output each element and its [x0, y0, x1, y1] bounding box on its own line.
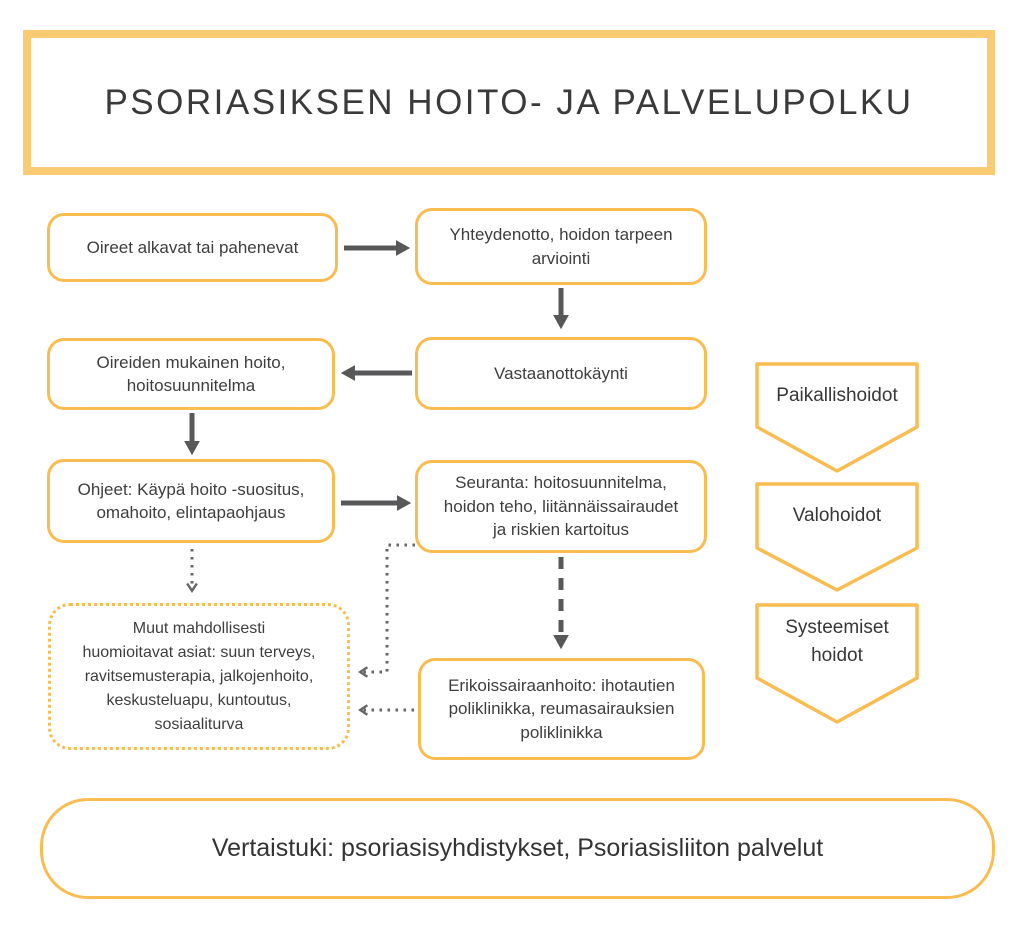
- treatment-label-systeemiset-hoidot: Systeemiset hoidot: [785, 616, 889, 666]
- footer-text: Vertaistuki: psoriasisyhdistykset, Psori…: [211, 834, 824, 862]
- flow-box-oireiden-hoito: Oireiden mukainen hoito, hoitosuunnitelm…: [47, 338, 335, 410]
- page-title: PSORIASIKSEN HOITO- JA PALVELUPOLKU: [104, 82, 914, 122]
- flow-box-erikoissairaanhoito: Erikoissairaanhoito: ihotautien poliklin…: [418, 658, 705, 760]
- treatment-label-valohoidot: Valohoidot: [792, 505, 882, 527]
- flow-box-oireet: Oireet alkavat tai pahenevat: [47, 213, 338, 282]
- title-box: PSORIASIKSEN HOITO- JA PALVELUPOLKU: [23, 30, 995, 175]
- footer-box: Vertaistuki: psoriasisyhdistykset, Psori…: [40, 798, 995, 899]
- flow-box-yhteydenotto: Yhteydenotto, hoidon tarpeen arviointi: [415, 208, 707, 285]
- treatment-label-paikallishoidot: Paikallishoidot: [776, 384, 898, 406]
- dotted-arrow-seuranta-to-muut: [358, 543, 415, 678]
- flow-box-ohjeet: Ohjeet: Käypä hoito -suositus, omahoito,…: [47, 459, 335, 543]
- flow-box-muut-huomioitavat: Muut mahdollisesti huomioitavat asiat: s…: [48, 603, 350, 750]
- flow-box-seuranta: Seuranta: hoitosuunnitelma, hoidon teho,…: [415, 460, 707, 553]
- flow-box-vastaanottokaynti: Vastaanottokäynti: [415, 337, 707, 410]
